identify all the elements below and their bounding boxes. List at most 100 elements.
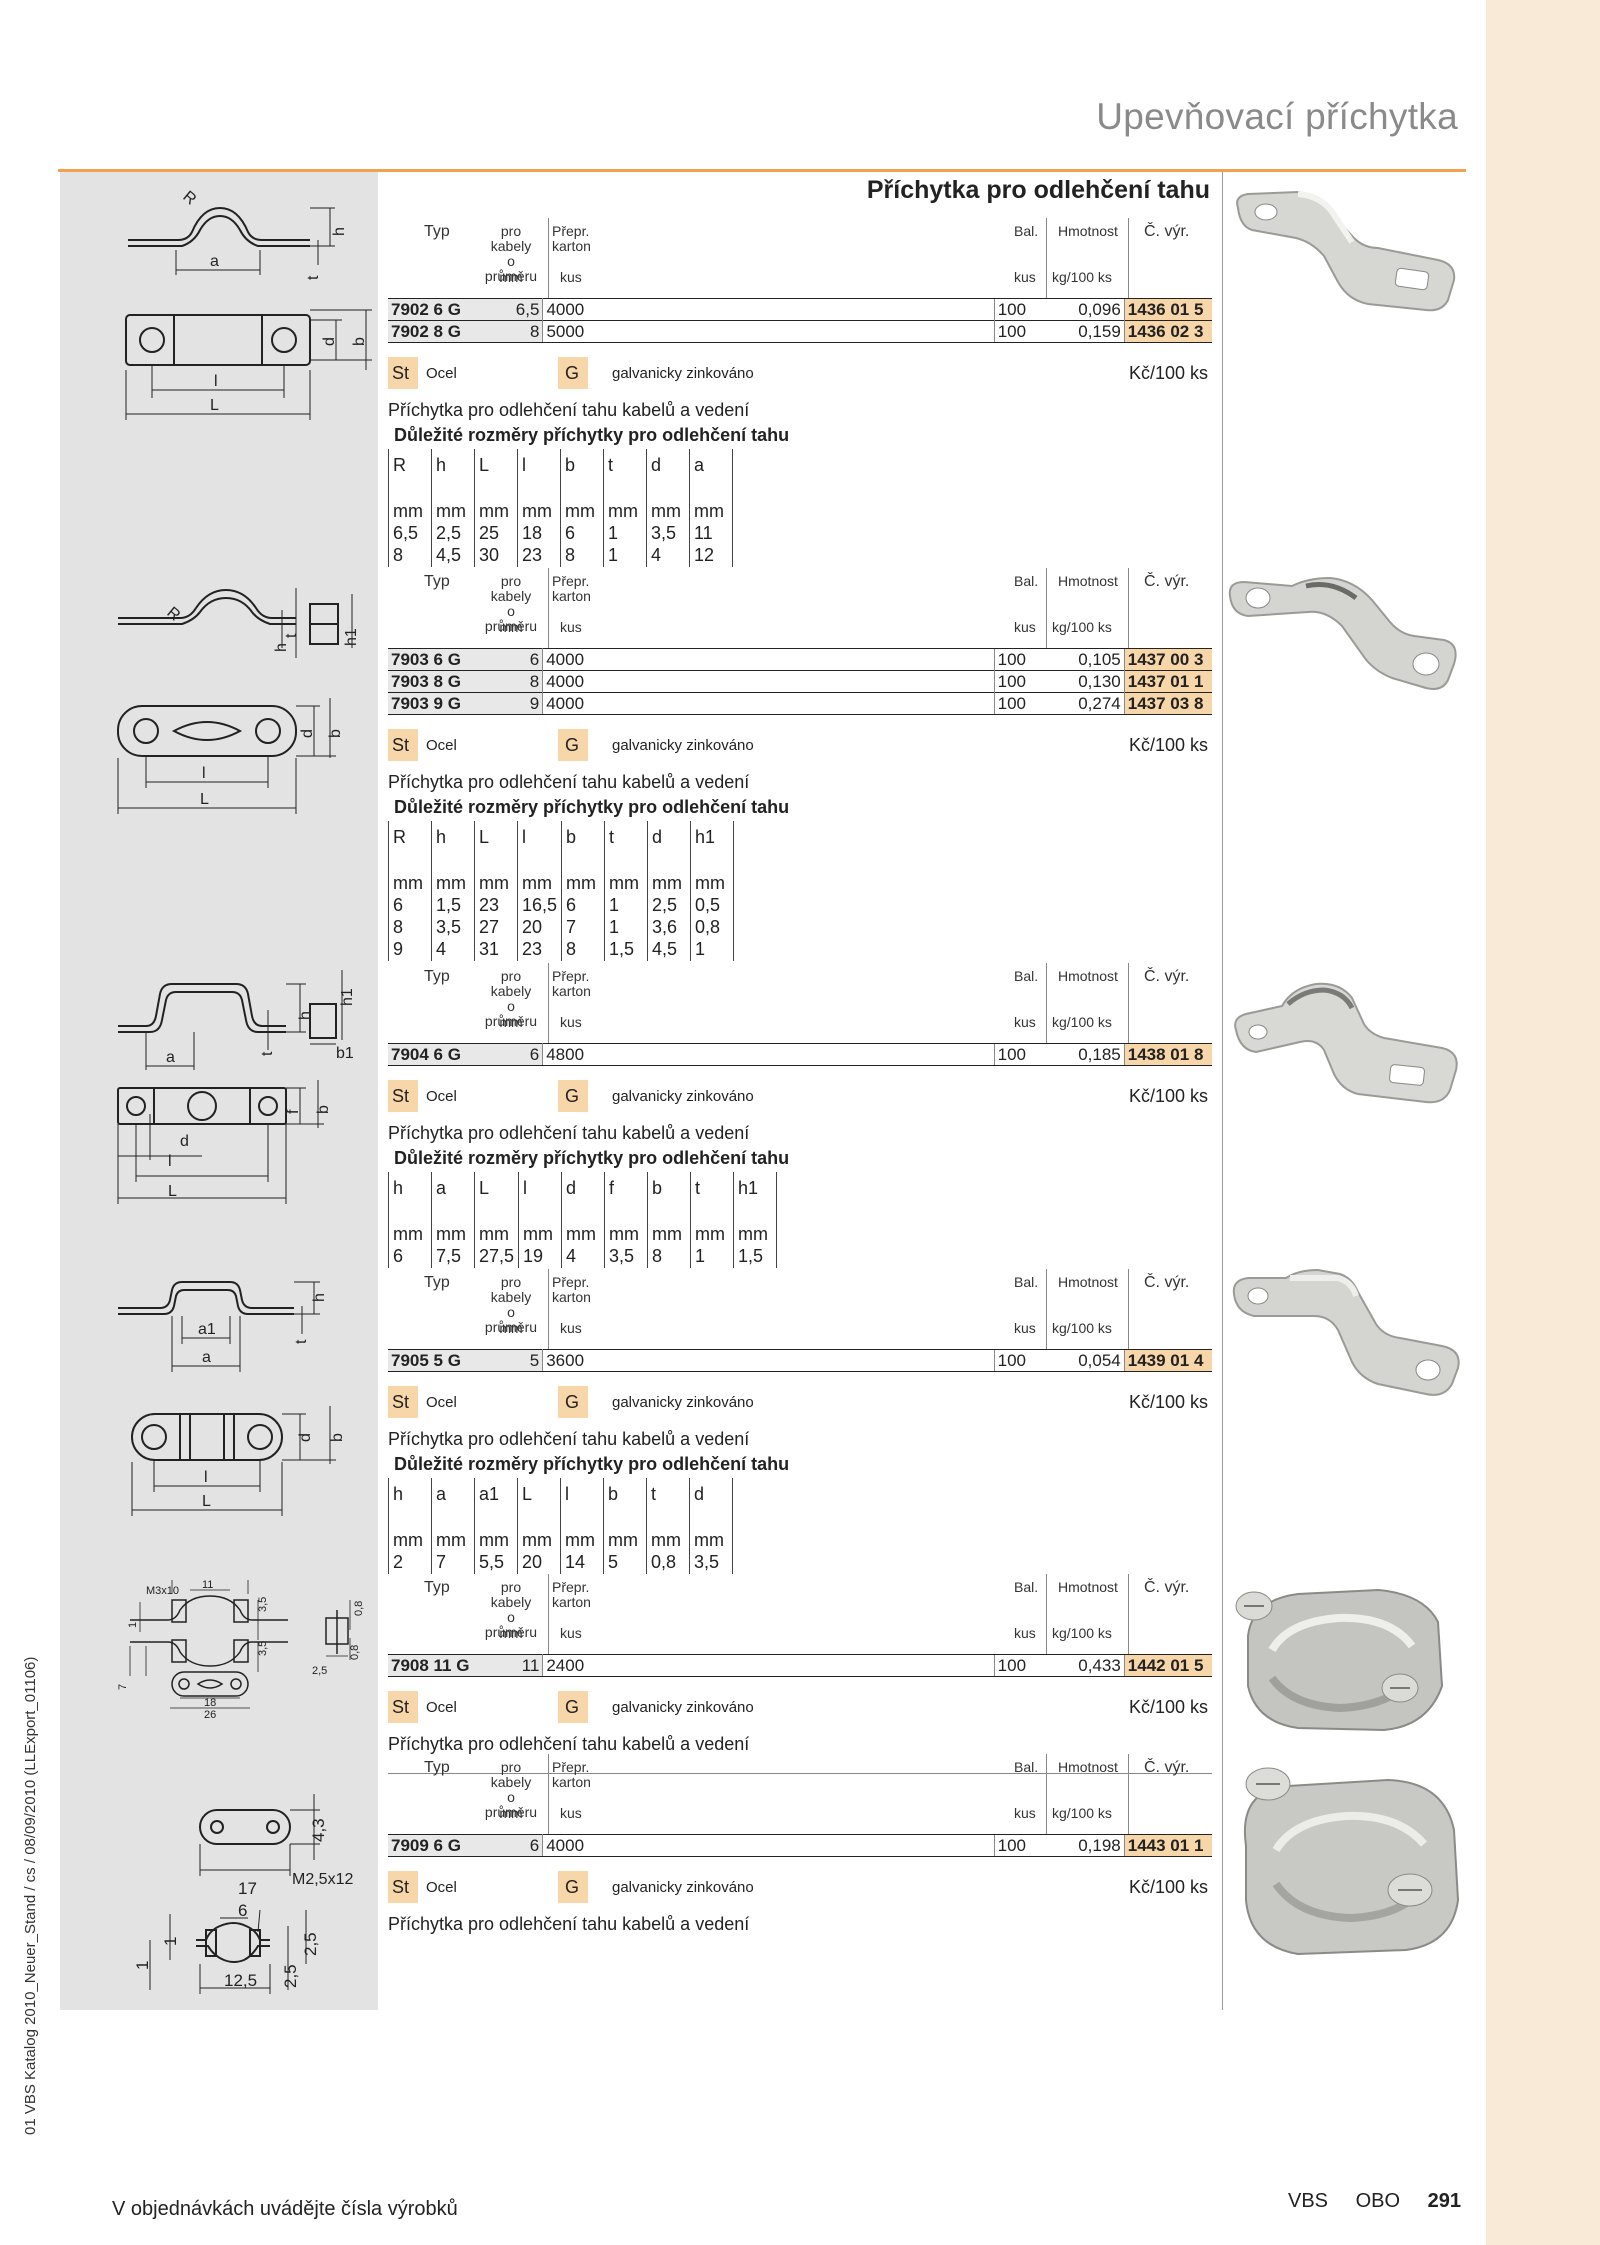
- side-band: [1486, 0, 1600, 2245]
- header-hmotnost: Hmotnost: [1058, 573, 1118, 589]
- svg-text:M3x10: M3x10: [146, 1585, 179, 1597]
- dims-title: Důležité rozměry příchytky pro odlehčení…: [394, 1454, 790, 1474]
- header-prepr: Přepr.karton: [552, 1274, 591, 1305]
- photo-7908: [1235, 1588, 1444, 1732]
- price-unit: Kč/100 ks: [1128, 1877, 1208, 1897]
- header-prepr: Přepr.karton: [552, 1759, 591, 1790]
- header-hmotnost: Hmotnost: [1058, 1274, 1118, 1290]
- header-mm: mm: [499, 1320, 523, 1336]
- svg-text:2,5: 2,5: [312, 1665, 327, 1677]
- material-st-label: Ocel: [426, 1699, 457, 1716]
- material-g-label: galvanicky zinkováno: [612, 1088, 754, 1105]
- header-hmotnost-unit: kg/100 ks: [1052, 1805, 1112, 1821]
- price-unit: Kč/100 ks: [1128, 1086, 1208, 1106]
- header-bal-unit: kus: [1014, 619, 1036, 635]
- svg-text:b: b: [315, 1105, 332, 1114]
- svg-text:a1: a1: [198, 1321, 216, 1338]
- catalog-side-text: 01 VBS Katalog 2010_Neuer_Stand / cs / 0…: [22, 1656, 39, 2135]
- material-st-badge: St: [388, 1386, 418, 1418]
- material-st-label: Ocel: [426, 1088, 457, 1105]
- svg-text:R: R: [179, 188, 199, 208]
- material-st-label: Ocel: [426, 1879, 457, 1896]
- material-st-label: Ocel: [426, 737, 457, 754]
- header-typ: Typ: [424, 1759, 450, 1776]
- photo-7903: [1228, 576, 1457, 690]
- header-kus: kus: [560, 1625, 582, 1641]
- svg-text:h: h: [311, 1293, 328, 1302]
- header-bal: Bal.: [1014, 1579, 1039, 1595]
- svg-text:b: b: [327, 729, 344, 738]
- header-typ: Typ: [424, 223, 450, 240]
- header-kus: kus: [560, 269, 582, 285]
- svg-text:a: a: [210, 253, 219, 270]
- header-hmotnost-unit: kg/100 ks: [1052, 619, 1112, 635]
- svg-text:h: h: [297, 1011, 314, 1020]
- svg-text:l: l: [204, 1469, 208, 1486]
- svg-text:d: d: [321, 337, 338, 346]
- header-bal-unit: kus: [1014, 1320, 1036, 1336]
- svg-text:b: b: [329, 1433, 346, 1442]
- footer-brand: VBS OBO 291: [1288, 2190, 1461, 2213]
- svg-text:L: L: [202, 1493, 211, 1510]
- material-g-label: galvanicky zinkováno: [612, 1394, 754, 1411]
- svg-text:b: b: [351, 337, 368, 346]
- header-kus: kus: [560, 619, 582, 635]
- svg-text:1: 1: [127, 1622, 139, 1628]
- product-description: Příchytka pro odlehčení tahu kabelů a ve…: [388, 1123, 750, 1143]
- header-kus: kus: [560, 1320, 582, 1336]
- header-typ: Typ: [424, 968, 450, 985]
- svg-text:h: h: [331, 227, 348, 236]
- material-line: St Ocel G galvanicky zinkováno Kč/100 ks: [388, 1080, 1212, 1112]
- product-description: Příchytka pro odlehčení tahu kabelů a ve…: [388, 1429, 750, 1449]
- price-unit: Kč/100 ks: [1128, 1697, 1208, 1717]
- svg-text:b1: b1: [336, 1045, 354, 1062]
- material-st-badge: St: [388, 1691, 418, 1723]
- photo-divider: [1222, 172, 1223, 2010]
- svg-text:t: t: [293, 1339, 310, 1344]
- header-bal: Bal.: [1014, 1274, 1039, 1290]
- header-mm: mm: [499, 1625, 523, 1641]
- header-prepr: Přepr.karton: [552, 573, 591, 604]
- material-g-label: galvanicky zinkováno: [612, 365, 754, 382]
- svg-text:L: L: [200, 791, 209, 808]
- svg-text:t: t: [283, 633, 300, 638]
- material-st-badge: St: [388, 1871, 418, 1903]
- dims-title: Důležité rozměry příchytky pro odlehčení…: [394, 1148, 790, 1168]
- drawing-7902: R a h t d b l L: [125, 188, 372, 420]
- material-g-label: galvanicky zinkováno: [612, 737, 754, 754]
- svg-text:d: d: [297, 1433, 314, 1442]
- svg-text:26: 26: [204, 1709, 216, 1720]
- material-line: St Ocel G galvanicky zinkováno Kč/100 ks: [388, 1691, 1212, 1723]
- material-st-badge: St: [388, 1080, 418, 1112]
- header-hmotnost-unit: kg/100 ks: [1052, 1320, 1112, 1336]
- footer-order-note: V objednávkách uvádějte čísla výrobků: [112, 2198, 458, 2220]
- svg-text:18: 18: [204, 1697, 216, 1709]
- material-st-label: Ocel: [426, 365, 457, 382]
- svg-text:0,8: 0,8: [353, 1601, 365, 1616]
- material-g-badge: G: [558, 729, 588, 761]
- header-hmotnost-unit: kg/100 ks: [1052, 1014, 1112, 1030]
- header-typ: Typ: [424, 1274, 450, 1291]
- svg-text:12,5: 12,5: [224, 1971, 257, 1990]
- material-g-badge: G: [558, 1080, 588, 1112]
- material-g-label: galvanicky zinkováno: [612, 1699, 754, 1716]
